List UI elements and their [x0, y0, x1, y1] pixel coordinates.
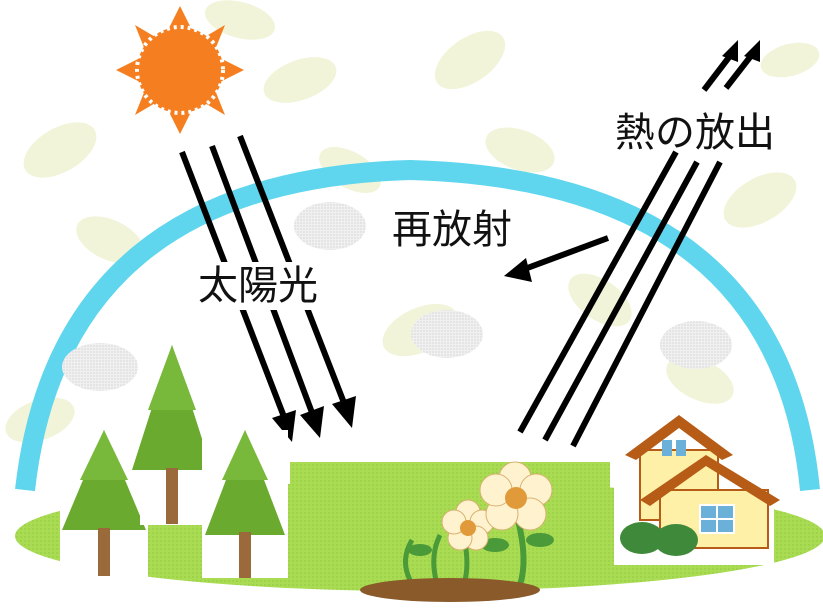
heat-arrowheads [722, 40, 760, 62]
reradiation-label: 再放射 [392, 207, 512, 253]
sun-icon [116, 6, 244, 134]
flower-icon [360, 461, 554, 602]
reradiation-arrow [504, 235, 610, 282]
sunlight-arrowheads [272, 396, 356, 442]
pine-tree-icon [60, 345, 288, 582]
heat-release-label: 熱の放出 [615, 110, 775, 156]
house-icon [614, 415, 780, 565]
atmosphere-dome [15, 159, 820, 492]
heat-release-arrows [517, 50, 757, 448]
sunlight-label: 太陽光 [190, 262, 326, 310]
cloud-icon [62, 202, 732, 391]
